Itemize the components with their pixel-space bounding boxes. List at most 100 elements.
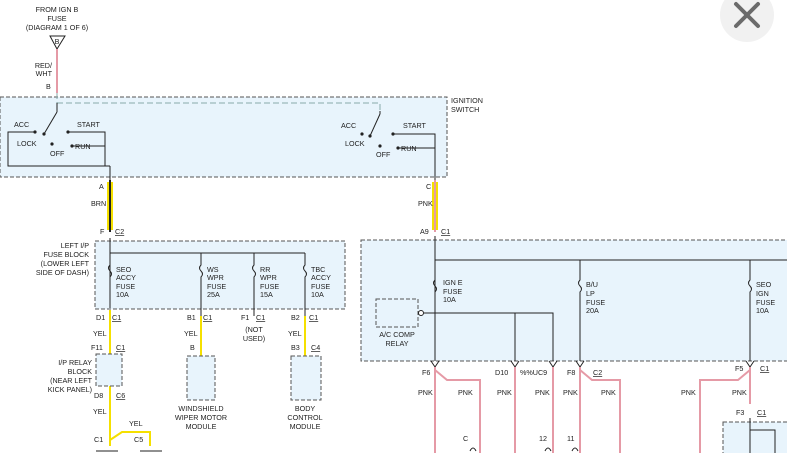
left-lock: LOCK [17,139,37,148]
svg-text:10A: 10A [116,290,129,299]
wiper-yel: YEL [184,329,198,338]
bcm-label-3: MODULE [290,422,321,431]
relay-label-3: (NEAR LEFT [50,376,93,385]
left-bus [109,238,305,308]
bottom-12: 12 [539,434,547,443]
pin-b1-conn: C1 [203,313,212,322]
pin-f3: F3 [736,408,744,417]
pnk-r5: PNK [563,388,578,397]
svg-text:IGN E: IGN E [443,278,463,287]
relay-text-1: A/C COMP [379,330,415,339]
relay-text-2: RELAY [385,339,408,348]
lfb-label-4: SIDE OF DASH) [36,268,89,277]
left-acc: ACC [14,120,29,129]
svg-text:FUSE: FUSE [260,282,279,291]
right-acc: ACC [341,121,356,130]
svg-text:WPR: WPR [260,273,277,282]
svg-text:RR: RR [260,265,270,274]
pin-f5: F5 [735,364,743,373]
bcm-label-2: CONTROL [287,413,322,422]
pin-d1-conn: C1 [112,313,121,322]
relay-label-2: BLOCK [68,367,93,376]
bcm-pin-b3: B3 [291,343,300,352]
wiper-label-1: WINDSHIELD [178,404,223,413]
pnk-r7: PNK [681,388,696,397]
right-connectors [430,360,755,368]
svg-text:B/U: B/U [586,280,598,289]
svg-text:FUSE: FUSE [756,298,775,307]
svg-text:TBC: TBC [311,265,325,274]
left-off: OFF [50,149,65,158]
pin-f8: F8 [567,368,575,377]
right-fuse-block-box [360,239,787,362]
svg-text:SEO: SEO [116,265,132,274]
svg-text:25A: 25A [207,290,220,299]
bcm-yel: YEL [288,329,302,338]
ignition-switch-box [0,96,448,178]
yel-wire-branch [109,431,151,446]
pin-b1: B1 [187,313,196,322]
relay-label-1: I/P RELAY [58,358,92,367]
pin-f3-conn: C1 [757,408,766,417]
bcm-box [290,355,322,401]
left-switch: ACC START LOCK OFF RUN [7,103,111,180]
source-arrow-icon [49,35,66,51]
right-bus [434,236,787,361]
not-used-1: (NOT [245,325,263,334]
ignition-label-2: SWITCH [451,105,479,114]
close-button[interactable] [720,0,774,42]
pin-d1: D1 [96,313,105,322]
wire-color-2: WHT [36,69,53,78]
svg-text:ACCY: ACCY [116,273,136,282]
pnk-r8: PNK [732,388,747,397]
from-line-1: FROM IGN B [36,5,79,14]
svg-text:FUSE: FUSE [443,287,462,296]
wiper-module-box [186,355,216,401]
ignition-label-1: IGNITION [451,96,483,105]
pin-c9: %%UC9 [520,368,547,377]
pin-d8: D8 [94,391,103,400]
pnk-r4: PNK [535,388,550,397]
right-start: START [403,121,427,130]
left-fuse-4: TBC ACCY FUSE 10A [303,253,331,316]
right-fuse-1: IGN E FUSE 10A [433,278,463,304]
pin-b: B [46,82,51,91]
pin-a: A [99,182,104,191]
right-switch: ACC START LOCK OFF RUN [341,111,436,180]
pin-d10: D10 [495,368,508,377]
svg-text:WPR: WPR [207,273,224,282]
bottom-c: C [463,434,468,443]
source-letter: B [55,37,60,46]
bottom-11: 11 [567,434,574,443]
pnk-r3: PNK [497,388,512,397]
not-used-2: USED) [243,334,265,343]
right-off: OFF [376,150,391,159]
left-start: START [77,120,101,129]
brn-label: BRN [91,199,106,208]
svg-text:SEO: SEO [756,280,772,289]
svg-text:FUSE: FUSE [311,282,330,291]
pin-f1-conn: C1 [256,313,265,322]
right-fuse-2: B/U LP FUSE 20A [578,260,605,361]
pnk-wires [434,367,751,453]
relay-bus [424,312,554,361]
svg-text:FUSE: FUSE [116,282,135,291]
left-fuse-2: WS WPR FUSE 25A [199,253,226,316]
c2-label: C2 [115,227,124,236]
pin-f6: F6 [422,368,430,377]
lfb-label-2: FUSE BLOCK [43,250,89,259]
bcm-pin-conn: C4 [311,343,320,352]
pin-d8-conn: C6 [116,391,125,400]
pnk-label: PNK [418,199,433,208]
yel-3: YEL [129,419,143,428]
ac-comp-relay-box [375,298,419,328]
right-lock: LOCK [345,139,365,148]
pin-f5-conn: C1 [760,364,769,373]
svg-text:WS: WS [207,265,219,274]
relay-label-4: KICK PANEL) [48,385,92,394]
pin-f11: F11 [91,343,103,352]
wire-color-1: RED/ [35,61,52,70]
svg-text:FUSE: FUSE [586,298,605,307]
wiper-label-2: WIPER MOTOR [175,413,227,422]
